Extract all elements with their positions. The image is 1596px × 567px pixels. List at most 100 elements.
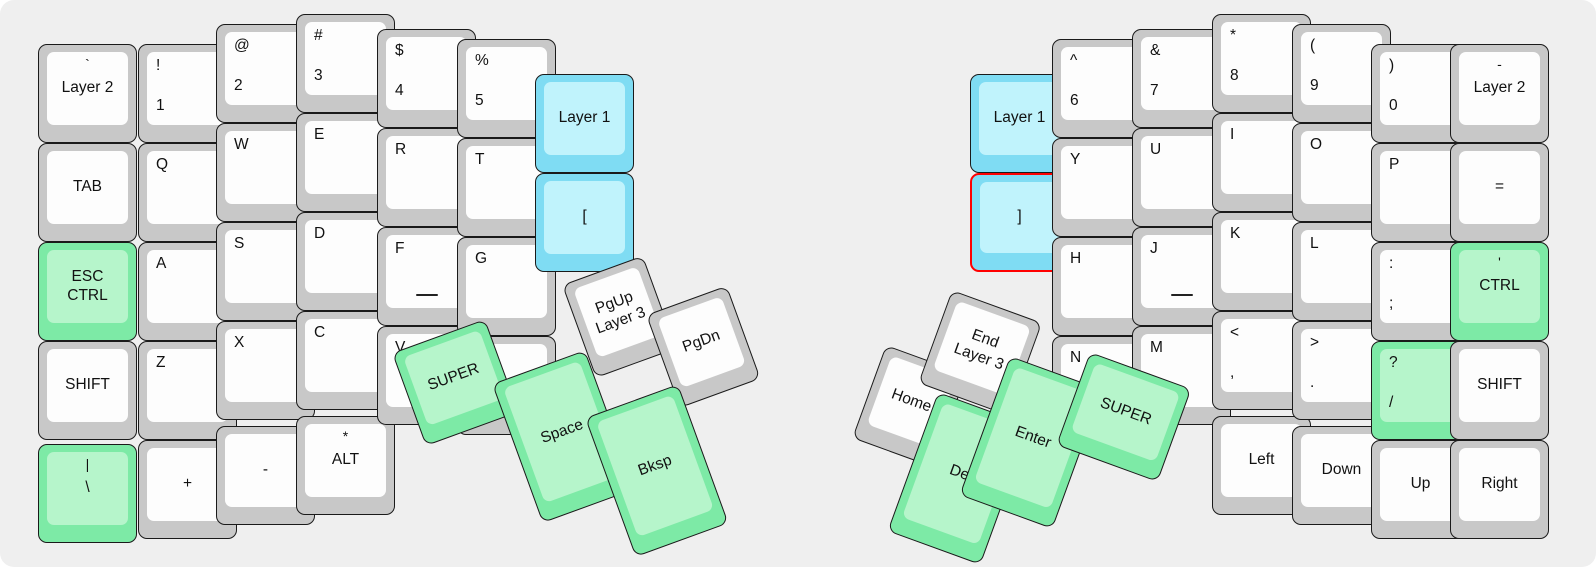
key-R-c6-r3[interactable]: SHIFT: [1450, 341, 1549, 440]
keycap-L-c4-r0: $4: [386, 37, 467, 110]
key-R-c6-r0-legend-top: -: [1497, 56, 1502, 72]
key-R-c5-r2-legend-top: :: [1389, 255, 1394, 272]
key-L-c1-r3-legend-top: Z: [156, 354, 166, 371]
key-L-c0-r4[interactable]: |\: [38, 444, 137, 543]
key-R-c6-r2-legend-main: CTRL: [1479, 277, 1520, 295]
key-L-c3-r4[interactable]: *ALT: [296, 416, 395, 515]
key-R-c6-r0[interactable]: -Layer 2: [1450, 44, 1549, 143]
keycap-L-c2-r0: @2: [225, 32, 306, 105]
key-L-c6-r1[interactable]: [: [535, 173, 634, 272]
key-R-c3-r3-legend-top: <: [1230, 324, 1240, 341]
key-L-c1-r2-legend-top: A: [156, 255, 167, 272]
keycap-R-c4-r0: (9: [1301, 32, 1382, 105]
key-R-c6-r2-legend-top: ': [1498, 254, 1501, 270]
key-L-c0-r0-legend-top: `: [85, 56, 90, 72]
keycap-R-c4-r3: >.: [1301, 329, 1382, 402]
key-L-c4-r1-legend-top: R: [395, 141, 407, 158]
key-R-c2-r3-legend-top: M: [1150, 339, 1163, 356]
keycap-L-c3-r4: *ALT: [305, 424, 386, 497]
keycap-R-c1-r1: Y: [1061, 146, 1142, 219]
key-R-c5-r4-legend-main: Up: [1410, 475, 1431, 493]
keycap-L-c5-r1: T: [466, 146, 547, 219]
keycap-L-c4-r2: F: [386, 235, 467, 308]
keycap-L-c3-r2: D: [305, 220, 386, 293]
key-R-c3-r0-legend-top: *: [1230, 27, 1237, 44]
key-LT-bksp[interactable]: Bksp: [585, 384, 729, 558]
key-R-c6-r1-legend-main: =: [1494, 178, 1505, 196]
keycap-R-c4-r2: L: [1301, 230, 1382, 303]
keycap-L-c0-r4: |\: [47, 452, 128, 525]
keycap-L-c3-r1: E: [305, 121, 386, 194]
keycap-L-c6-r0: Layer 1: [544, 82, 625, 155]
key-R-c3-r3-legend-bottom: ,: [1230, 364, 1235, 381]
key-R-c3-r4-legend-main: Left: [1248, 451, 1275, 469]
key-R-c3-r2-legend-top: K: [1230, 225, 1241, 242]
key-L-c5-r2-legend-top: G: [475, 250, 488, 267]
keycap-L-c2-r1: W: [225, 131, 306, 204]
key-R-c1-r1-legend-top: Y: [1070, 151, 1081, 168]
keycap-R-c6-r2: ' CTRL: [1459, 250, 1540, 323]
keycap-L-c0-r1: TAB: [47, 151, 128, 224]
keycap-R-c5-r4: Up: [1380, 448, 1461, 521]
key-L-c3-r4-legend-main: ALT: [331, 451, 360, 469]
keycap-R-c0-r0: Layer 1: [979, 82, 1060, 155]
keycap-R-c3-r3: <,: [1221, 319, 1302, 392]
keycap-R-c2-r0: &7: [1141, 37, 1222, 110]
keycap-L-c1-r1: Q: [147, 151, 228, 224]
key-R-c4-r4-legend-main: Down: [1321, 461, 1362, 479]
key-R-c4-r3-legend-top: >: [1310, 334, 1320, 351]
key-R-c5-r0-legend-bottom: 0: [1389, 97, 1398, 114]
key-L-c6-r0[interactable]: Layer 1: [535, 74, 634, 173]
keycap-R-c1-r2: H: [1061, 245, 1142, 318]
keycap-R-c5-r2: :;: [1380, 250, 1461, 323]
key-L-c0-r4-legend-main: \: [85, 479, 90, 497]
keycap-R-c3-r2: K: [1221, 220, 1302, 293]
keycap-R-c0-r1: ]: [980, 182, 1059, 253]
key-L-c0-r3-legend-main: SHIFT: [65, 376, 110, 394]
key-R-c0-r0-legend-main: Layer 1: [993, 109, 1046, 127]
key-R-c6-r3-legend-main: SHIFT: [1477, 376, 1522, 394]
key-L-c5-r0-legend-bottom: 5: [475, 92, 484, 109]
key-L-c0-r1[interactable]: TAB: [38, 143, 137, 242]
key-L-c0-r3[interactable]: SHIFT: [38, 341, 137, 440]
key-L-c0-r0[interactable]: ` Layer 2: [38, 44, 137, 143]
key-R-c3-r1-legend-top: I: [1230, 126, 1235, 143]
key-R-c4-r0-legend-top: (: [1310, 37, 1316, 54]
key-L-c6-r0-legend-main: Layer 1: [558, 109, 611, 127]
key-R-c4-r0-legend-bottom: 9: [1310, 77, 1319, 94]
key-R-c6-r1[interactable]: =: [1450, 143, 1549, 242]
key-R-c3-r0-legend-bottom: 8: [1230, 67, 1239, 84]
keycap-R-c1-r0: ^6: [1061, 47, 1142, 120]
key-R-c4-r3-legend-bottom: .: [1310, 374, 1315, 391]
key-R-c1-r2-legend-top: H: [1070, 250, 1082, 267]
key-L-c2-r3-legend-top: X: [234, 334, 245, 351]
key-L-c4-r2-legend-top: F: [395, 240, 405, 257]
keycap-R-c5-r0: )0: [1380, 52, 1461, 125]
key-L-c4-r0-legend-bottom: 4: [395, 82, 404, 99]
key-R-c5-r0-legend-top: ): [1389, 57, 1395, 74]
key-L-c2-r1-legend-top: W: [234, 136, 249, 153]
key-L-c0-r1-legend-main: TAB: [73, 178, 102, 196]
key-L-c0-r0-legend-main: Layer 2: [61, 79, 114, 97]
key-R-c1-r0-legend-bottom: 6: [1070, 92, 1079, 109]
homing-bar-icon: [1170, 293, 1193, 296]
key-R-c2-r0-legend-bottom: 7: [1150, 82, 1159, 99]
key-R-c6-r2[interactable]: ' CTRL: [1450, 242, 1549, 341]
keycap-R-c6-r3: SHIFT: [1459, 349, 1540, 422]
key-L-c1-r0-legend-top: !: [156, 57, 161, 74]
key-L-c1-r0-legend-bottom: 1: [156, 97, 165, 114]
keycap-L-c3-r0: #3: [305, 22, 386, 95]
keycap-R-c3-r4: Left: [1221, 424, 1302, 497]
keycap-L-c2-r4: -: [225, 434, 306, 507]
key-R-c6-r4[interactable]: Right: [1450, 440, 1549, 539]
key-L-c2-r4-legend-main: -: [262, 461, 269, 479]
key-R-c2-r0-legend-top: &: [1150, 42, 1161, 59]
key-L-c6-r1-legend-main: [: [582, 208, 587, 226]
keycap-LT-pgdn: PgDn: [657, 296, 747, 389]
